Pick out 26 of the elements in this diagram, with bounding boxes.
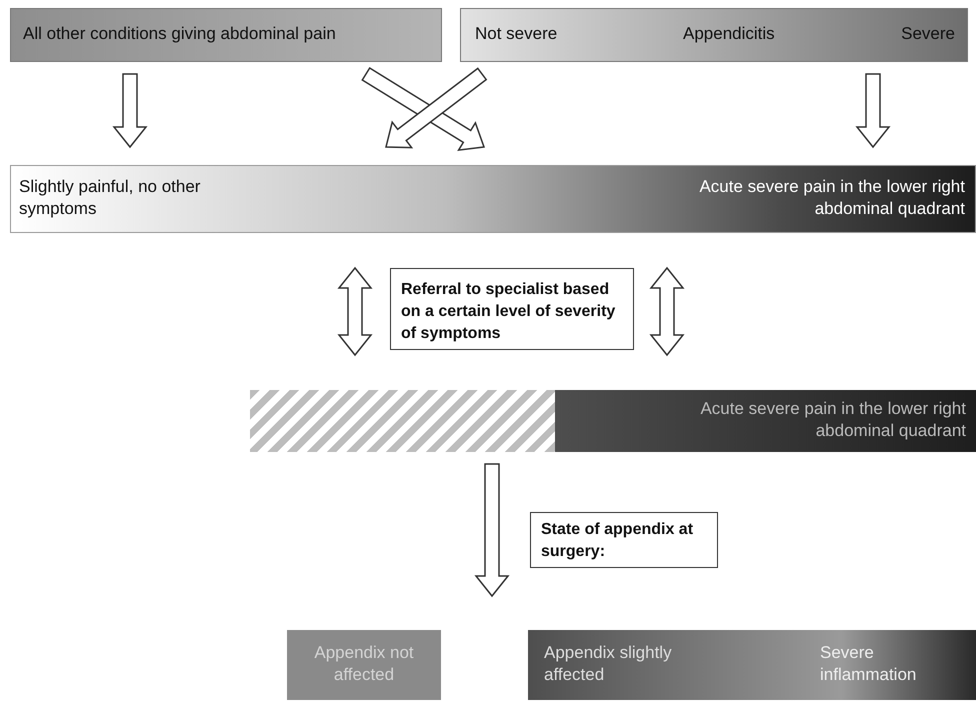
node-label: Appendicitis — [683, 23, 775, 45]
block-arrow — [112, 73, 148, 148]
outcome-box — [287, 630, 441, 700]
referral-band — [250, 390, 976, 452]
surgery-box — [530, 512, 718, 568]
node-label: Appendix slightly affected — [544, 642, 673, 686]
node-label: Slightly painful, no other symptoms — [19, 176, 202, 220]
node-label: Severe — [901, 23, 955, 45]
block-arrow — [855, 73, 891, 148]
node-label: Referral to specialist based on a certain level of severity of symptoms — [401, 280, 616, 344]
block-arrow — [385, 67, 488, 148]
node-label: Appendix not affected — [313, 642, 415, 686]
symptom-band — [10, 165, 976, 233]
severity-scale-box — [460, 8, 968, 62]
node-label: Severe inflammation — [820, 642, 918, 686]
node-label: Acute severe pain in the lower right abdominal quadrant — [699, 398, 966, 442]
condition-box — [10, 8, 442, 62]
block-arrow — [337, 266, 373, 356]
referral-box — [390, 268, 634, 350]
node-label: Not severe — [475, 23, 558, 45]
node-label: State of appendix at surgery: — [541, 520, 694, 562]
node-label: All other conditions giving abdominal pain — [23, 23, 336, 45]
block-arrow — [474, 463, 510, 598]
outcome-band — [528, 630, 976, 700]
node-label: Acute severe pain in the lower right abdominal quadrant — [698, 176, 965, 220]
block-arrow — [649, 266, 685, 356]
